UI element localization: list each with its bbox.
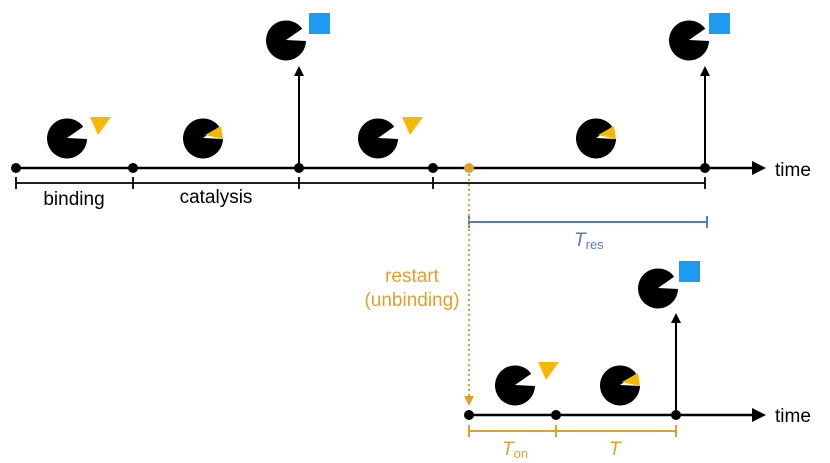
pacman-enzyme-icon (600, 365, 640, 406)
triangle-substrate-icon (622, 373, 640, 386)
restart-start-dot (464, 410, 474, 420)
binding-label: binding (43, 189, 104, 210)
unbinding-label: (unbinding) (364, 290, 459, 311)
pacman-enzyme-icon (638, 268, 678, 309)
event-dot (671, 410, 681, 420)
t-res-bracket (468, 216, 708, 228)
enzyme-catalysis-group (600, 365, 640, 406)
t-on-label: Ton (502, 439, 528, 461)
square-product-icon (679, 261, 700, 282)
pacman-enzyme-icon (669, 20, 709, 61)
triangle-substrate-icon (598, 126, 616, 139)
t-label: T (609, 439, 622, 460)
bottom-duration-brackets (468, 425, 677, 437)
square-product-icon (709, 13, 730, 34)
enzyme-binding-group (495, 362, 559, 406)
t-res-label: Tres (574, 230, 604, 252)
event-dot (128, 163, 138, 173)
square-product-icon (309, 13, 330, 34)
pacman-enzyme-icon (576, 118, 616, 159)
event-dot (428, 163, 438, 173)
event-dot (551, 410, 561, 420)
triangle-substrate-icon (538, 362, 559, 380)
top-time-arrowhead (752, 161, 766, 175)
event-dot (11, 163, 21, 173)
pacman-enzyme-icon (266, 20, 306, 61)
triangle-substrate-icon (205, 126, 223, 139)
top-timeline: time binding catalysis (11, 66, 811, 210)
bottom-time-arrowhead (752, 408, 766, 422)
restart-label: restart (385, 266, 440, 287)
triangle-substrate-icon (90, 117, 111, 135)
enzyme-binding-group (358, 117, 423, 159)
pacman-enzyme-icon (358, 118, 398, 159)
event-dot (700, 163, 710, 173)
catalysis-label: catalysis (180, 187, 253, 208)
pacman-enzyme-icon (47, 118, 87, 159)
event-dot (294, 163, 304, 173)
enzyme-product-group (638, 261, 700, 309)
enzyme-catalysis-group (183, 118, 223, 159)
enzyme-catalysis-group (576, 118, 616, 159)
restart-event-dot (464, 163, 474, 173)
enzyme-product-group (669, 13, 730, 61)
enzyme-binding-group (47, 117, 111, 159)
pacman-enzyme-icon (495, 365, 535, 406)
duration-brackets (15, 177, 706, 189)
bottom-time-label: time (775, 406, 811, 427)
triangle-substrate-icon (402, 117, 423, 135)
top-time-label: time (775, 160, 811, 181)
bottom-timeline: time Ton T (464, 313, 811, 461)
enzyme-product-group (266, 13, 330, 61)
pacman-enzyme-icon (183, 118, 223, 159)
